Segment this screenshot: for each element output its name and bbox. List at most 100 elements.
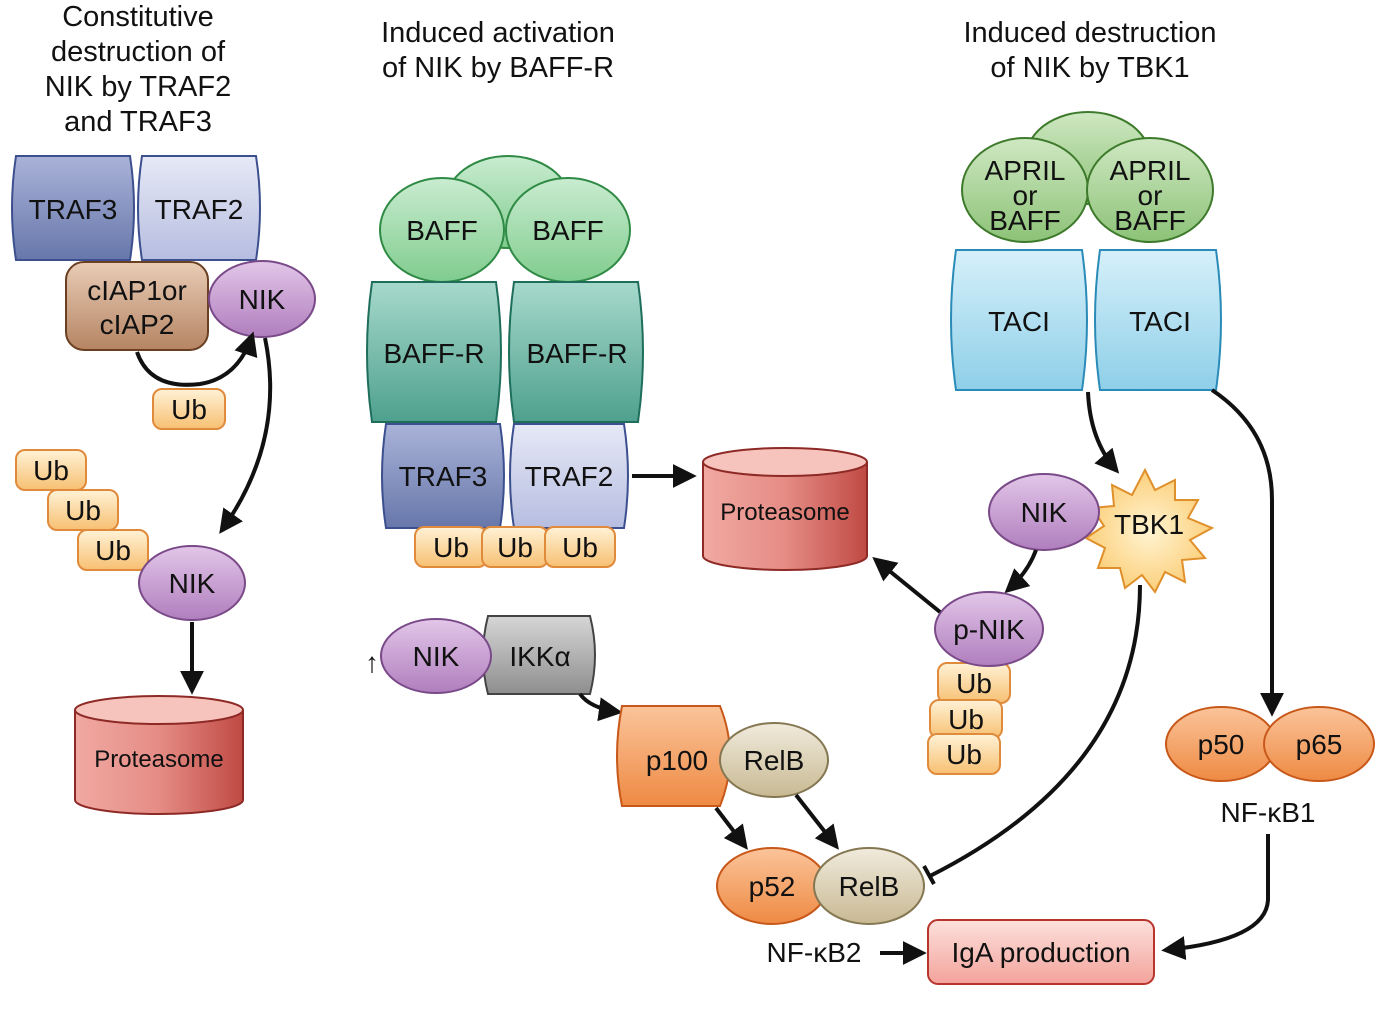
left-nik-bottom: NIK [138, 545, 246, 621]
left-panel-title: Constitutive destruction of NIK by TRAF2… [45, 1, 231, 138]
middle-ub-1: Ub [433, 532, 469, 563]
right-pnik-label: p-NIK [953, 614, 1025, 645]
nfkb1-to-iga-arrow [1161, 834, 1270, 961]
right-title-line-1: Induced destruction [963, 17, 1216, 49]
left-traf2-label: TRAF2 [155, 194, 244, 225]
right-ub-stack: Ub Ub Ub [927, 662, 1011, 775]
right-p50: p50 [1165, 706, 1277, 782]
left-ub-stack: Ub Ub Ub [15, 449, 149, 571]
left-traf3-label: TRAF3 [29, 194, 118, 225]
left-traf3: TRAF3 [11, 155, 135, 261]
middle-ikka: IKKα [482, 615, 596, 695]
nik-increase-arrow: ↑ [365, 647, 379, 678]
right-ub-1: Ub [956, 668, 992, 699]
middle-proteasome-label: Proteasome [720, 499, 849, 526]
left-ciap: cIAP1or cIAP2 [65, 261, 209, 351]
middle-p52: p52 [716, 847, 828, 925]
middle-baff-label-1: BAFF [406, 215, 478, 246]
right-p50-label: p50 [1198, 729, 1245, 760]
left-title-line-3: NIK by TRAF2 [45, 71, 231, 103]
right-ligand-1-line-2: or [1013, 180, 1038, 211]
left-ciap-label-1: cIAP1or [87, 275, 187, 306]
left-ciap-label-2: cIAP2 [100, 309, 175, 340]
nik-degradation-arrow [219, 337, 273, 534]
ikka-to-p100-arrow [578, 692, 623, 722]
middle-baffr-1: BAFF-R [366, 281, 502, 423]
nfkb1-label: NF-κB1 [1221, 797, 1316, 828]
middle-relb-bottom-label: RelB [839, 871, 900, 902]
middle-baff-trimer: BAFF BAFF [379, 155, 631, 283]
middle-p52-label: p52 [749, 871, 796, 902]
inhibition-bar [922, 865, 936, 885]
left-traf2: TRAF2 [137, 155, 261, 261]
left-nik-top-label: NIK [239, 284, 286, 315]
middle-proteasome: Proteasome [702, 447, 868, 571]
middle-ub-row: Ub Ub Ub [414, 526, 616, 568]
middle-relb-top-label: RelB [744, 745, 805, 776]
middle-nik: NIK [380, 618, 492, 694]
left-ub-single: Ub [152, 388, 226, 430]
right-tbk1: TBK1 [1084, 467, 1215, 594]
middle-baffr-label-1: BAFF-R [383, 338, 484, 369]
middle-panel-title: Induced activation of NIK by BAFF-R [381, 17, 615, 84]
left-proteasome-label: Proteasome [94, 746, 223, 773]
taci-to-tbk1-arrow [1086, 391, 1120, 474]
right-ligand-1-line-1: APRIL [985, 155, 1066, 186]
right-p65-label: p65 [1296, 729, 1343, 760]
ubiquitination-arrow [135, 331, 258, 387]
right-ub-3: Ub [946, 739, 982, 770]
middle-nik-label: NIK [413, 641, 460, 672]
right-ligand-1-line-3: BAFF [989, 205, 1061, 236]
middle-baff-label-2: BAFF [532, 215, 604, 246]
left-nik-top: NIK [208, 260, 316, 338]
right-taci-label-2: TACI [1129, 306, 1191, 337]
left-nik-bottom-label: NIK [169, 568, 216, 599]
middle-ikka-label: IKKα [509, 641, 570, 672]
middle-traf2: TRAF2 [509, 423, 629, 529]
tbk1-inhibits-relb [929, 584, 1142, 878]
left-title-line-1: Constitutive [62, 1, 214, 33]
left-ub-single-label: Ub [171, 394, 207, 425]
left-title-line-2: destruction of [51, 36, 226, 68]
middle-traf2-label: TRAF2 [525, 461, 614, 492]
right-pnik: p-NIK [934, 591, 1044, 667]
right-ligand-2-line-1: APRIL [1110, 155, 1191, 186]
taci-to-nfkb1-arrow [1210, 388, 1284, 717]
relb-to-relb-arrow [794, 793, 839, 850]
left-proteasome: Proteasome [74, 695, 244, 815]
iga-production-label: IgA production [951, 937, 1130, 968]
right-ligand-trimer: APRIL or BAFF APRIL or BAFF [961, 111, 1214, 243]
left-ub-stack-2: Ub [65, 495, 101, 526]
middle-relb-top: RelB [719, 722, 829, 798]
middle-title-line-2: of NIK by BAFF-R [382, 52, 614, 84]
right-taci-1: TACI [950, 249, 1088, 391]
right-panel-title: Induced destruction of NIK by TBK1 [963, 17, 1216, 84]
right-nik-label: NIK [1021, 497, 1068, 528]
middle-baffr-2: BAFF-R [508, 281, 644, 423]
middle-p100-label: p100 [646, 745, 708, 776]
left-ub-stack-1: Ub [33, 455, 69, 486]
left-ub-stack-3: Ub [95, 535, 131, 566]
right-tbk1-label: TBK1 [1114, 509, 1184, 540]
right-taci-2: TACI [1094, 249, 1222, 391]
middle-ub-2: Ub [497, 532, 533, 563]
middle-title-line-1: Induced activation [381, 17, 615, 49]
p100-to-p52-arrow [714, 806, 748, 850]
pnik-to-proteasome-arrow [872, 556, 942, 614]
middle-relb-bottom: RelB [813, 847, 925, 925]
middle-ub-3: Ub [562, 532, 598, 563]
right-nik: NIK [988, 473, 1100, 551]
middle-baffr-label-2: BAFF-R [526, 338, 627, 369]
middle-traf3: TRAF3 [381, 423, 505, 529]
right-taci-label-1: TACI [988, 306, 1050, 337]
iga-production: IgA production [927, 919, 1155, 985]
right-ub-2: Ub [948, 704, 984, 735]
right-ligand-2-line-3: BAFF [1114, 205, 1186, 236]
right-ligand-2-line-2: or [1138, 180, 1163, 211]
right-p65: p65 [1263, 706, 1375, 782]
middle-traf3-label: TRAF3 [399, 461, 488, 492]
nik-to-pnik-arrow [1004, 549, 1038, 594]
right-title-line-2: of NIK by TBK1 [990, 52, 1189, 84]
nfkb2-label: NF-κB2 [767, 937, 862, 968]
middle-p100: p100 [616, 705, 731, 807]
